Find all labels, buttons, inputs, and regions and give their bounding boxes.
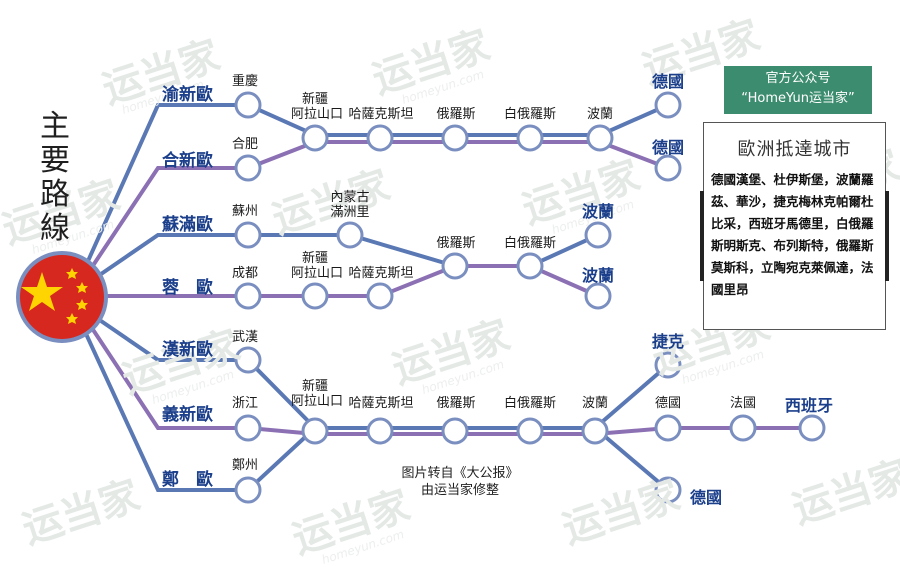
station-poland: 波蘭 — [581, 396, 608, 411]
destination-germany: 德國 — [690, 488, 723, 507]
origin-city: 蘇州 — [232, 204, 259, 219]
route-name: 渝新歐 — [162, 85, 213, 105]
route-name: 合新歐 — [162, 151, 213, 171]
station-kazakhstan: 哈薩克斯坦 — [348, 107, 414, 122]
info-box-title: 歐洲抵達城市 — [737, 139, 852, 160]
station-belarus: 白俄羅斯 — [503, 107, 556, 122]
info-box-left-bar — [700, 191, 704, 281]
title-char: 線 — [40, 211, 70, 246]
title-char: 路 — [40, 177, 70, 212]
station-belarus: 白俄羅斯 — [503, 236, 556, 251]
station-russia: 俄羅斯 — [436, 396, 476, 411]
credit-edited: 由运当家修整 — [420, 483, 499, 498]
origin-city: 合肥 — [232, 137, 259, 152]
station-alashankou: 新疆 阿拉山口 — [291, 379, 344, 409]
destination-poland: 波蘭 — [582, 266, 615, 285]
station-russia: 俄羅斯 — [436, 236, 476, 251]
line-zhengou — [73, 308, 670, 492]
china-flag-icon — [16, 251, 108, 343]
origin-city: 重慶 — [232, 74, 259, 89]
route-name: 蘇滿歐 — [162, 215, 213, 235]
credit-source: 图片转自《大公报》 — [401, 466, 519, 481]
official-account-name: “HomeYun运当家” — [741, 91, 855, 106]
origin-city: 浙江 — [232, 396, 259, 411]
station-kazakhstan: 哈薩克斯坦 — [348, 396, 414, 411]
destination-spain: 西班牙 — [785, 396, 834, 415]
station-alashankou: 新疆 阿拉山口 — [291, 251, 344, 281]
station-manzhouli: 內蒙古 滿洲里 — [330, 190, 370, 220]
origin-city: 武漢 — [232, 330, 259, 345]
destination-cities-box: 歐洲抵達城市 德國漢堡、杜伊斯堡，波蘭羅茲、華沙，捷克梅林克帕爾杜比采，西班牙馬… — [700, 122, 889, 330]
station-poland: 波蘭 — [586, 107, 613, 122]
info-box-body: 德國漢堡、杜伊斯堡，波蘭羅茲、華沙，捷克梅林克帕爾杜比采，西班牙馬德里，白俄羅斯… — [711, 172, 874, 297]
route-name: 漢新歐 — [162, 340, 213, 360]
route-name: 蓉 歐 — [162, 278, 213, 298]
info-box-right-bar — [885, 191, 889, 281]
origin-city: 鄭州 — [232, 458, 259, 473]
station-nodes — [234, 91, 826, 504]
origin-city: 成都 — [232, 266, 259, 281]
route-name: 義新歐 — [162, 405, 213, 425]
station-russia: 俄羅斯 — [436, 107, 476, 122]
station-belarus: 白俄羅斯 — [503, 396, 556, 411]
station-germany: 德國 — [654, 396, 681, 411]
destination-germany: 德國 — [652, 138, 685, 157]
official-account-badge: 官方公众号 “HomeYun运当家” — [724, 66, 872, 114]
title-char: 主 — [40, 109, 70, 144]
destination-poland: 波蘭 — [582, 202, 615, 221]
station-france: 法國 — [729, 396, 756, 411]
title-char: 要 — [40, 143, 70, 178]
official-account-label: 官方公众号 — [765, 71, 831, 86]
destination-germany: 德國 — [652, 72, 685, 91]
image-credit: 图片转自《大公报》 由运当家修整 — [380, 465, 540, 499]
station-alashankou: 新疆 阿拉山口 — [291, 92, 344, 122]
station-kazakhstan: 哈薩克斯坦 — [348, 266, 414, 281]
route-name: 鄭 歐 — [162, 470, 213, 490]
destination-czech: 捷克 — [652, 332, 685, 351]
